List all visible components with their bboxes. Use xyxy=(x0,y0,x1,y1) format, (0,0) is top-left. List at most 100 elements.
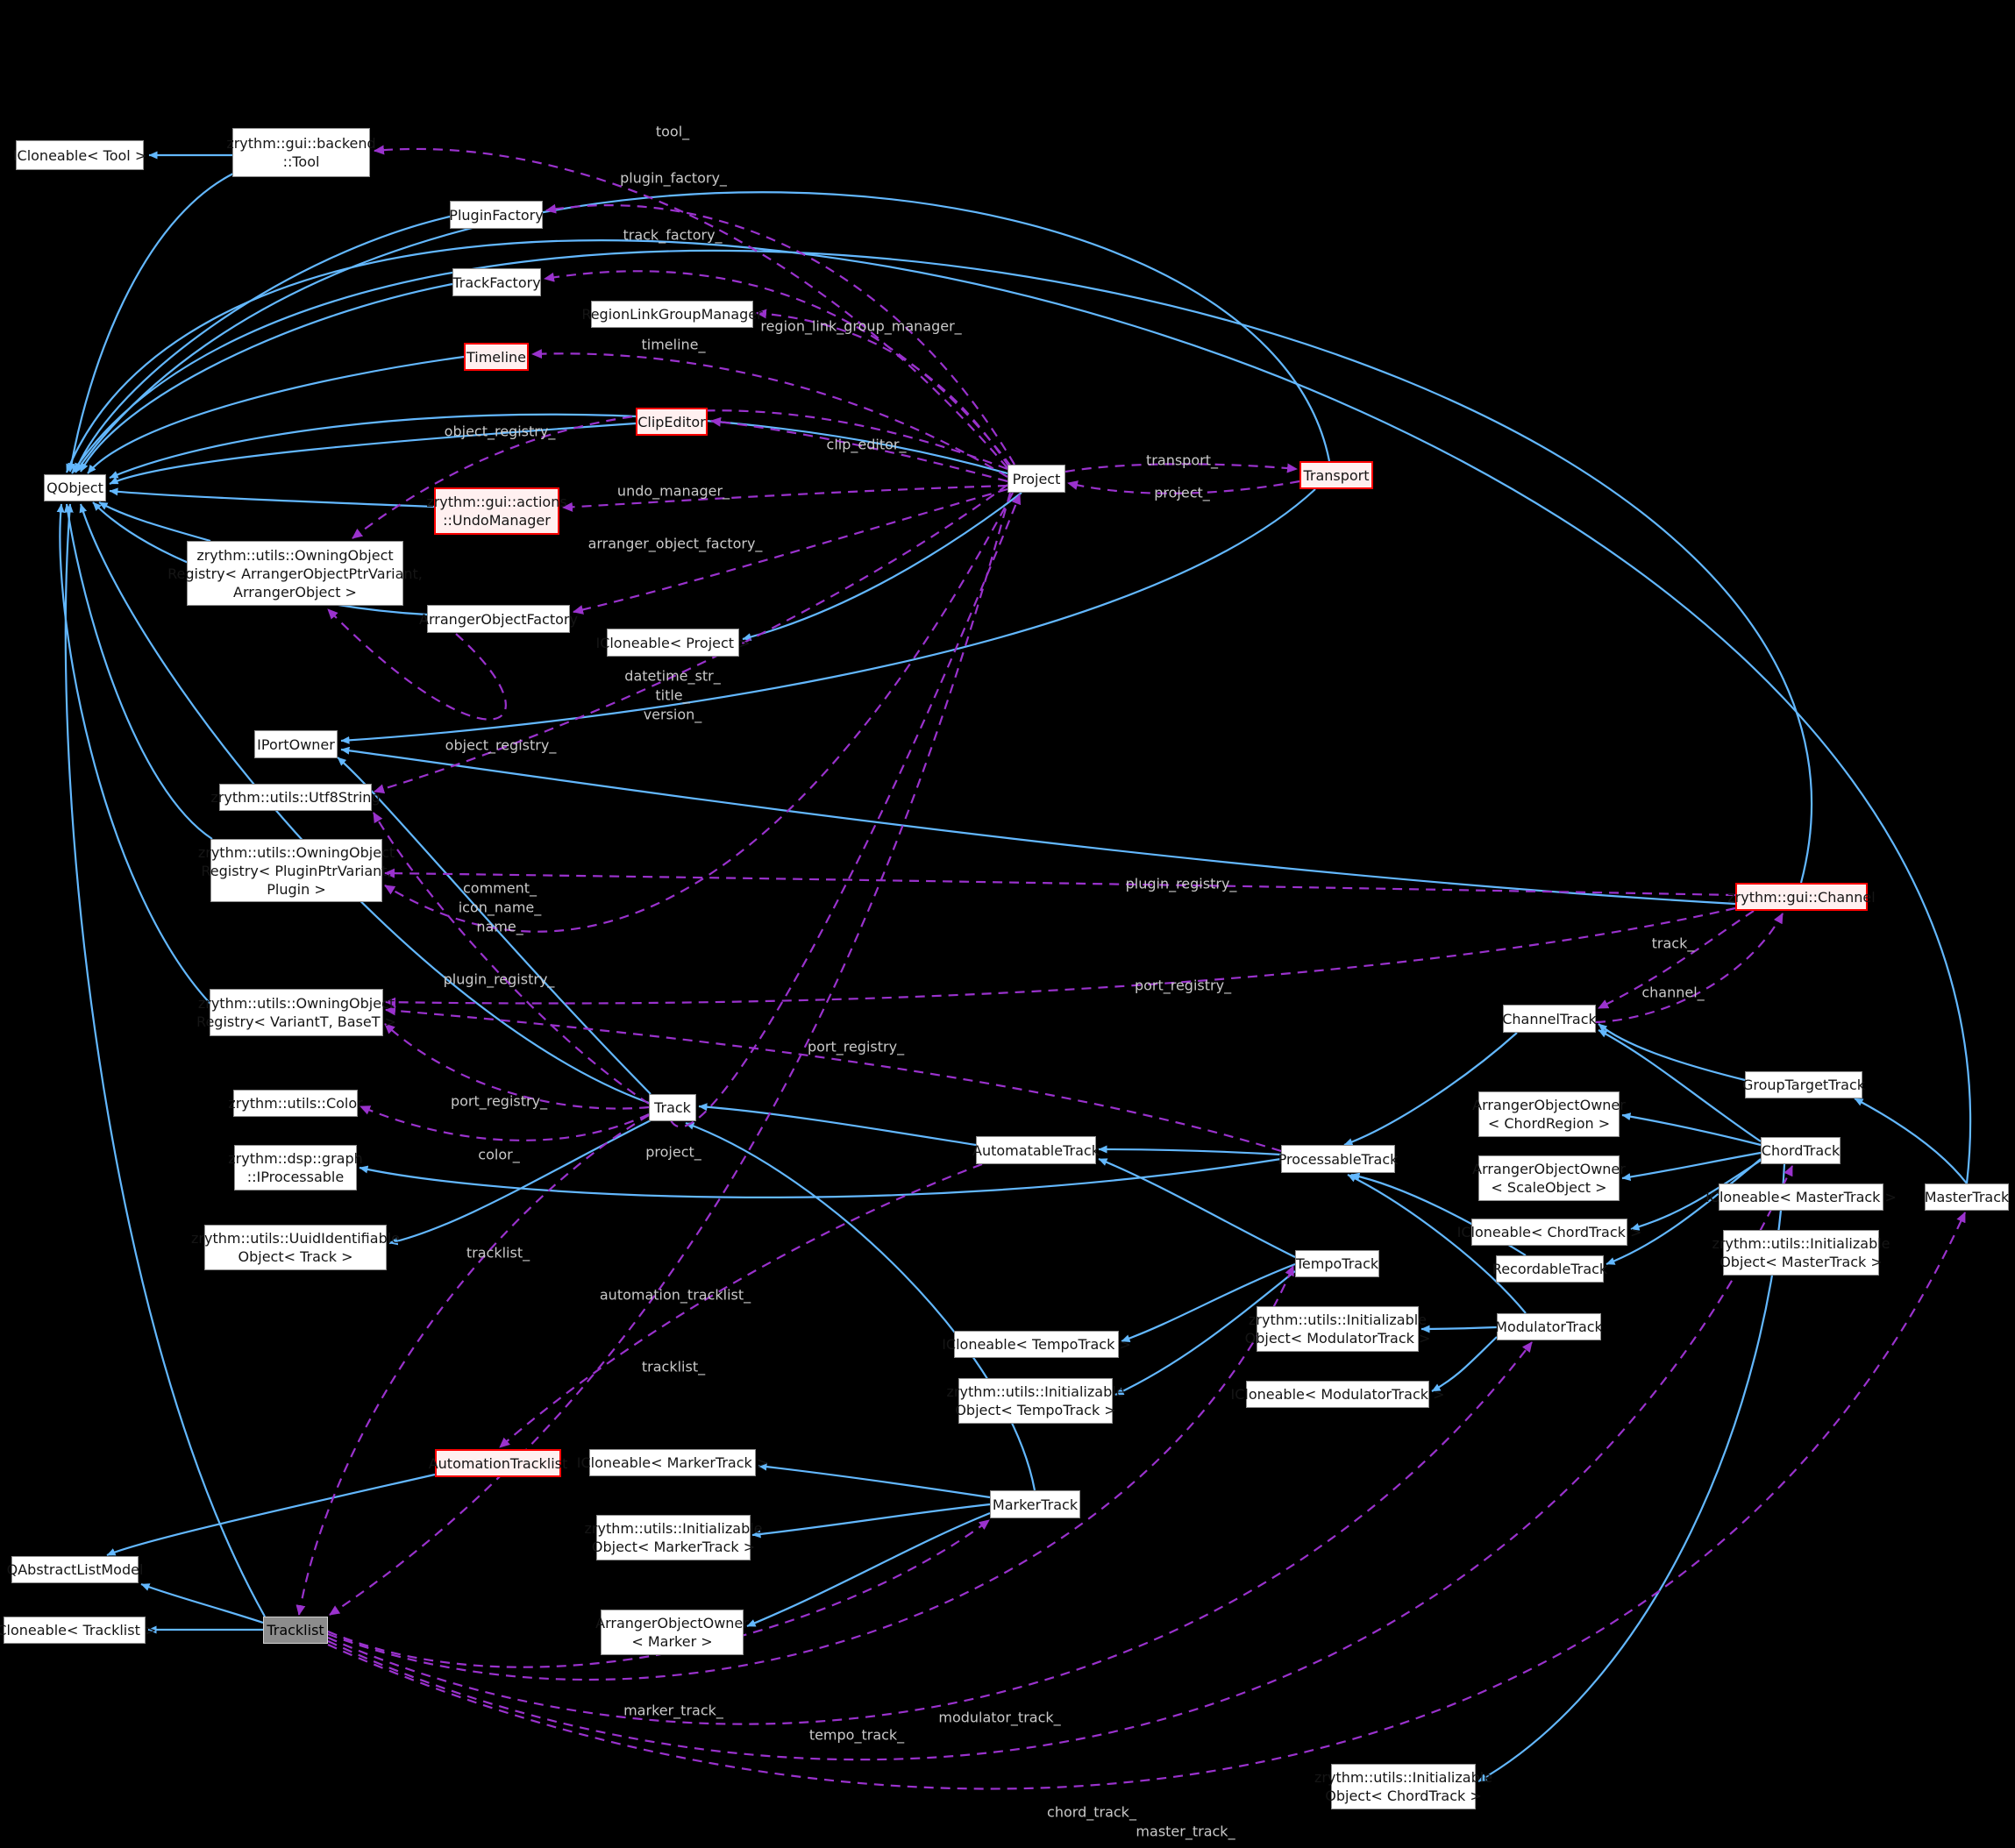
node-marker-track-label-line-0: MarkerTrack xyxy=(992,1496,1079,1513)
node-iprocessable[interactable]: zrythm::dsp::graph::IProcessable xyxy=(228,1145,363,1191)
node-icl-tracklist[interactable]: ICloneable< Tracklist > xyxy=(0,1617,156,1644)
node-recordable-track[interactable]: RecordableTrack xyxy=(1492,1255,1607,1283)
node-iport-owner[interactable]: IPortOwner xyxy=(254,730,338,758)
edge-label-version-12: version_ xyxy=(643,706,702,723)
node-modulator-track-label-line-0: ModulatorTrack xyxy=(1495,1318,1603,1335)
node-track-factory[interactable]: TrackFactory xyxy=(452,268,541,296)
node-utf8string[interactable]: zrythm::utils::Utf8String xyxy=(210,784,381,811)
node-icl-project[interactable]: ICloneable< Project > xyxy=(595,629,751,657)
edge-chordtrack-recordabletrack xyxy=(1606,1158,1762,1266)
edge-label-master_track-34: master_track_ xyxy=(1136,1823,1235,1840)
edge-channeltrack-channel xyxy=(1595,913,1784,1024)
node-channel[interactable]: zrythm::gui::Channel xyxy=(1727,883,1876,911)
node-track-factory-label-line-0: TrackFactory xyxy=(452,274,541,291)
edge-track-uuididentifiable xyxy=(388,1119,651,1246)
node-own-reg-variant-label-line-0: zrythm::utils::OwningObject xyxy=(197,995,395,1012)
edge-label-automation_tracklist-26: automation_tracklist_ xyxy=(599,1286,751,1304)
node-icl-modulator-track[interactable]: ICloneable< ModulatorTrack > xyxy=(1231,1381,1445,1408)
node-aoo-scale-object[interactable]: ArrangerObjectOwner< ScaleObject > xyxy=(1472,1155,1626,1201)
node-icl-master-track[interactable]: ICloneable< MasterTrack > xyxy=(1705,1183,1897,1211)
node-clip-editor[interactable]: ClipEditor xyxy=(636,408,708,436)
node-init-modulator-track-label-line-0: zrythm::utils::Initializable xyxy=(1249,1311,1428,1328)
edge-project-pluginfactory xyxy=(545,203,1015,466)
node-arranger-object-factory[interactable]: ArrangerObjectFactory xyxy=(419,605,578,633)
node-iprocessable-label-line-0: zrythm::dsp::graph xyxy=(228,1150,363,1167)
node-clip-editor-label-line-0: ClipEditor xyxy=(637,413,706,430)
node-marker-track[interactable]: MarkerTrack xyxy=(990,1490,1080,1518)
node-iport-owner-label-line-0: IPortOwner xyxy=(257,736,335,753)
node-project[interactable]: Project xyxy=(1008,465,1065,493)
node-plugin-factory[interactable]: PluginFactory xyxy=(449,201,544,229)
node-undo-manager[interactable]: zrythm::gui::actions::UndoManager xyxy=(426,487,567,535)
node-timeline-label-line-0: Timeline xyxy=(466,348,527,366)
edge-clipeditor-qobject xyxy=(109,422,637,485)
node-icl-chord-track-label-line-0: ICloneable< ChordTrack > xyxy=(1456,1224,1642,1240)
edge-automatabletrack-track xyxy=(698,1103,977,1147)
edge-markertrack-track xyxy=(685,1121,1036,1491)
edge-track-qobject xyxy=(79,503,650,1105)
edge-project-timeline xyxy=(531,349,1008,478)
node-region-link-group-manager[interactable]: RegionLinkGroupManager xyxy=(581,301,763,328)
edge-processabletrack-automatabletrack xyxy=(1098,1145,1282,1156)
node-icl-project-label-line-0: ICloneable< Project > xyxy=(595,634,751,651)
node-automation-tracklist[interactable]: AutomationTracklist xyxy=(429,1449,567,1477)
edge-project-regionlinkgroupmanager xyxy=(756,309,1010,468)
node-undo-manager-label-line-1: ::UndoManager xyxy=(443,512,551,529)
edge-transport-iportowner xyxy=(340,488,1316,744)
edge-automationtracklist-qabstractlistmodel xyxy=(106,1473,436,1557)
node-qobject[interactable]: QObject xyxy=(44,474,106,501)
edge-label-track_factory-2: track_factory_ xyxy=(623,226,723,244)
node-tracklist[interactable]: Tracklist xyxy=(263,1617,328,1644)
node-group-target-track[interactable]: GroupTargetTrack xyxy=(1741,1071,1866,1098)
node-icl-marker-track-label-line-0: ICloneable< MarkerTrack > xyxy=(576,1454,769,1471)
node-automatable-track[interactable]: AutomatableTrack xyxy=(972,1136,1100,1164)
node-channel-label-line-0: zrythm::gui::Channel xyxy=(1727,888,1876,906)
node-transport[interactable]: Transport xyxy=(1299,461,1373,489)
edge-label-chord_track-33: chord_track_ xyxy=(1047,1803,1136,1821)
node-track[interactable]: Track xyxy=(649,1094,696,1121)
node-icl-chord-track[interactable]: ICloneable< ChordTrack > xyxy=(1457,1219,1641,1246)
edge-processabletrack-ownregvariant xyxy=(385,1006,1282,1153)
edge-track-ownregvariant xyxy=(384,1023,650,1110)
edge-tracklist-chordtrack xyxy=(327,1165,1793,1761)
node-aoo-chord-region[interactable]: ArrangerObjectOwner< ChordRegion > xyxy=(1472,1091,1626,1137)
edge-label-comment-15: comment_ xyxy=(462,879,538,897)
node-own-reg-arranger-label-line-1: Registry< ArrangerObjectPtrVariant, xyxy=(167,565,423,582)
node-icl-tool[interactable]: ICloneable< Tool > xyxy=(13,140,146,170)
node-init-master-track-label-line-1: Object< MasterTrack > xyxy=(1720,1254,1883,1270)
node-icl-tempo-track[interactable]: ICloneable< TempoTrack > xyxy=(942,1331,1131,1358)
node-qabstract-list-model[interactable]: QAbstractListModel xyxy=(7,1556,143,1583)
node-processable-track[interactable]: ProcessableTrack xyxy=(1278,1145,1398,1173)
edge-project-tracklist xyxy=(329,492,1012,1616)
edge-transport-qobject xyxy=(75,191,1331,473)
edge-project-iclproject xyxy=(742,492,1022,641)
node-timeline[interactable]: Timeline xyxy=(464,343,529,371)
node-tool[interactable]: zrythm::gui::backend::Tool xyxy=(226,128,376,177)
node-color[interactable]: zrythm::utils::Color xyxy=(228,1090,363,1117)
node-aoo-marker[interactable]: ArrangerObjectOwner< Marker > xyxy=(595,1610,749,1655)
node-init-modulator-track-label-line-1: Object< ModulatorTrack > xyxy=(1244,1330,1431,1347)
node-modulator-track[interactable]: ModulatorTrack xyxy=(1495,1313,1603,1340)
node-project-label-line-0: Project xyxy=(1012,470,1061,487)
node-transport-label-line-0: Transport xyxy=(1303,466,1370,484)
node-master-track[interactable]: MasterTrack xyxy=(1925,1183,2009,1211)
node-channel-track[interactable]: ChannelTrack xyxy=(1502,1005,1597,1033)
node-tempo-track[interactable]: TempoTrack xyxy=(1295,1250,1379,1277)
node-icl-marker-track[interactable]: ICloneable< MarkerTrack > xyxy=(577,1449,768,1476)
node-chord-track[interactable]: ChordTrack xyxy=(1761,1137,1841,1164)
node-group-target-track-label-line-0: GroupTargetTrack xyxy=(1741,1077,1866,1093)
edge-label-plugin_registry-19: plugin_registry_ xyxy=(1125,875,1237,892)
edge-label-port_registry-22: port_registry_ xyxy=(1134,977,1232,994)
node-color-label-line-0: zrythm::utils::Color xyxy=(228,1095,363,1112)
